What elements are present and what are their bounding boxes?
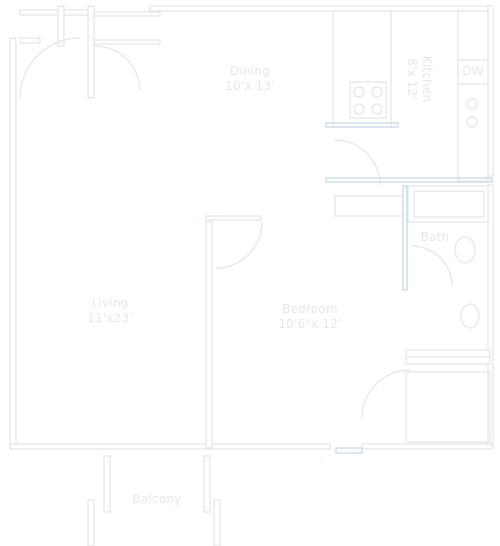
living-name: Living — [91, 296, 129, 310]
sink-2 — [466, 116, 478, 128]
burner-4 — [371, 103, 383, 115]
kitchen-label: Kitchen 8'x 12' — [404, 44, 434, 114]
bath-name: Bath — [420, 230, 450, 244]
kitchen-size: 8'x 12' — [405, 58, 419, 100]
balcony-rail-right — [213, 499, 221, 546]
living-size: 11'x23' — [87, 311, 133, 325]
balcony-post-right — [203, 455, 211, 513]
closet-wall-b — [93, 39, 161, 45]
balcony-rail-left — [87, 499, 95, 546]
balcony-label: Balcony — [112, 492, 202, 507]
dw-label: DW — [458, 64, 488, 79]
toilet — [454, 236, 476, 264]
bath-wall-left — [402, 185, 408, 291]
kitchen-door-swing — [334, 139, 381, 186]
wall-top-left — [9, 37, 17, 449]
closet-wall — [93, 11, 161, 17]
tub-inner — [413, 190, 485, 218]
living-label: Living 11'x23' — [70, 296, 150, 326]
burner-1 — [353, 86, 365, 98]
bathtub — [407, 185, 489, 223]
bedroom-label: Bedroom 10'6"x 12' — [262, 302, 358, 332]
vanity-sink — [460, 303, 480, 329]
wall-bottom-right — [361, 443, 493, 450]
bath-label: Bath — [410, 230, 460, 245]
entry-wall-b — [19, 37, 41, 44]
dw-name: DW — [462, 64, 484, 78]
bedroom-size: 10'6"x 12' — [278, 317, 342, 331]
kitchen-name: Kitchen — [420, 55, 434, 103]
burner-3 — [353, 103, 365, 115]
sink-1 — [466, 98, 478, 110]
partition-wall — [205, 221, 213, 449]
bedroom-door-swing — [215, 221, 263, 269]
wall-bottom — [9, 443, 331, 450]
closet-front — [405, 371, 491, 443]
bath-door-swing — [411, 245, 453, 287]
dining-name: Dining — [230, 64, 270, 78]
partition-head — [205, 215, 262, 221]
wall-right-upper — [487, 5, 494, 177]
hall-wall-stub — [334, 195, 404, 217]
closet-door-swing — [93, 45, 141, 91]
entry-jamb-left — [57, 5, 65, 47]
closet-door-swing-2 — [361, 369, 411, 419]
dining-label: Dining 10'x 13' — [210, 64, 290, 94]
entry-jamb-right — [87, 5, 95, 99]
balcony-step — [335, 447, 363, 454]
kitchen-bath-wall — [325, 177, 493, 183]
appliance-column — [457, 10, 489, 182]
range-outline — [349, 81, 387, 119]
kitchen-base — [325, 122, 399, 128]
burner-2 — [371, 86, 383, 98]
entry-door-swing — [19, 37, 81, 99]
entry-wall-a — [19, 9, 91, 16]
dining-size: 10'x 13' — [225, 79, 275, 93]
balcony-name: Balcony — [132, 492, 182, 506]
bedroom-name: Bedroom — [282, 302, 338, 316]
wall-top — [149, 5, 491, 12]
balcony-post-left — [103, 455, 111, 513]
